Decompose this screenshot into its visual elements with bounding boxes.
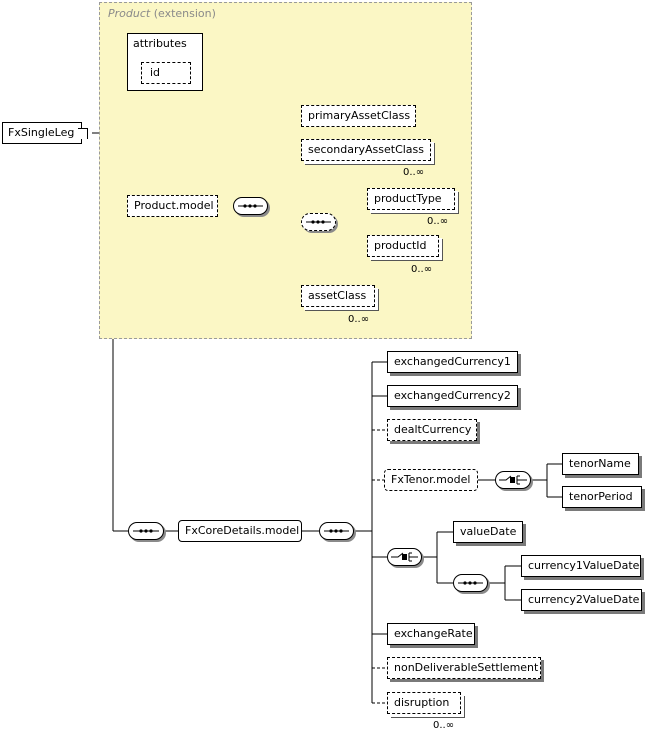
product-model-group[interactable]: Product.model [127, 195, 218, 217]
occurrence-label: 0..∞ [403, 167, 425, 178]
currency2-value-date-node[interactable]: currency2ValueDate [521, 589, 642, 611]
fx-tenor-model-group[interactable]: FxTenor.model [384, 469, 478, 491]
sequence-icon[interactable] [301, 213, 336, 231]
exchange-rate-node[interactable]: exchangeRate [387, 623, 475, 645]
occurrence-label: 0..∞ [427, 216, 449, 227]
product-type-node[interactable]: productType [367, 188, 455, 210]
choice-icon[interactable] [495, 471, 531, 489]
sequence-icon[interactable] [128, 522, 164, 540]
primary-asset-class-node[interactable]: primaryAssetClass [301, 105, 416, 127]
extension-suffix: (extension) [153, 7, 216, 20]
attributes-box[interactable]: attributes id [127, 33, 203, 91]
fx-core-details-model-group[interactable]: FxCoreDetails.model [178, 520, 302, 542]
occurrence-label: 0..∞ [433, 720, 455, 731]
disruption-node[interactable]: disruption [387, 692, 461, 714]
sequence-icon[interactable] [319, 522, 354, 540]
extension-type-name: Product [108, 7, 151, 20]
exchanged-currency2-node[interactable]: exchangedCurrency2 [387, 385, 518, 407]
value-date-node[interactable]: valueDate [453, 521, 523, 543]
exchanged-currency1-node[interactable]: exchangedCurrency1 [387, 351, 518, 373]
non-deliverable-settlement-node[interactable]: nonDeliverableSettlement [387, 657, 541, 679]
root-element[interactable]: FxSingleLeg [2, 122, 88, 144]
currency1-value-date-node[interactable]: currency1ValueDate [521, 555, 641, 577]
tenor-name-node[interactable]: tenorName [562, 453, 639, 475]
attribute-id[interactable]: id [141, 62, 191, 84]
choice-icon[interactable] [387, 548, 422, 566]
sequence-icon[interactable] [233, 197, 268, 215]
occurrence-label: 0..∞ [348, 314, 370, 325]
secondary-asset-class-node[interactable]: secondaryAssetClass [301, 139, 431, 161]
attributes-title: attributes [133, 37, 187, 50]
asset-class-node[interactable]: assetClass [301, 285, 375, 307]
tenor-period-node[interactable]: tenorPeriod [562, 486, 642, 508]
occurrence-label: 0..∞ [411, 264, 433, 275]
dealt-currency-node[interactable]: dealtCurrency [387, 419, 477, 441]
extension-label: Product (extension) [108, 7, 216, 20]
sequence-icon[interactable] [453, 574, 488, 592]
product-id-node[interactable]: productId [367, 235, 439, 257]
